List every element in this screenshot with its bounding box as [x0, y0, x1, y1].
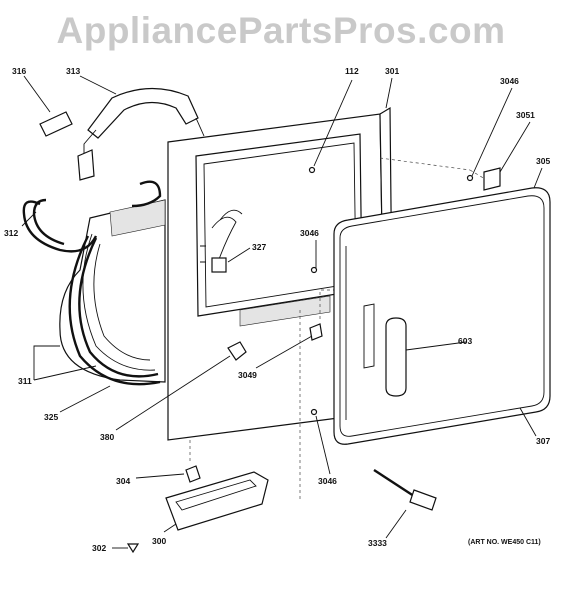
callout-316: 316: [12, 66, 26, 76]
lint-filter-part-300[interactable]: [165, 471, 269, 531]
seal-segment: [131, 180, 162, 208]
callout-313: 313: [66, 66, 80, 76]
door-gasket-part-325[interactable]: [68, 235, 161, 386]
label-part-316[interactable]: [39, 111, 73, 137]
callout-380: 380: [100, 432, 114, 442]
screw-3046-top[interactable]: [466, 174, 474, 182]
callout-301: 301: [385, 66, 399, 76]
leader-lines: [21, 75, 543, 549]
screw-3046-mid[interactable]: [310, 266, 318, 274]
callout-305: 305: [536, 156, 550, 166]
inner-door-bezel-part-311[interactable]: [59, 199, 166, 383]
foot-part-304[interactable]: [185, 465, 201, 483]
callout-327: 327: [252, 242, 266, 252]
watermark-title: AppliancePartsPros.com: [56, 10, 506, 51]
callout-300: 300: [152, 536, 166, 546]
callout-3046-mid: 3046: [300, 228, 319, 238]
callout-3051: 3051: [516, 110, 535, 120]
door-handle-part-603[interactable]: [385, 317, 407, 397]
screw-part-302[interactable]: [126, 543, 140, 554]
callout-603: 603: [458, 336, 472, 346]
callout-302: 302: [92, 543, 106, 553]
catch-part-380[interactable]: [227, 341, 247, 361]
callout-311: 311: [18, 376, 32, 386]
callout-3046-bottom: 3046: [318, 476, 337, 486]
callout-3046-top: 3046: [500, 76, 519, 86]
screw-3046-bottom[interactable]: [310, 408, 318, 416]
hinge-part-3051[interactable]: [483, 167, 501, 191]
hinge-clip: [77, 149, 95, 181]
screw-112[interactable]: [308, 166, 316, 174]
handle-slot: [363, 303, 375, 369]
art-number: (ART NO. WE450 C11): [468, 539, 541, 546]
door-switch-327[interactable]: [211, 257, 227, 273]
hinge-bracket-part-313[interactable]: [83, 87, 205, 154]
outer-door-part-305[interactable]: [333, 187, 551, 445]
callout-325: 325: [44, 412, 58, 422]
callout-3333: 3333: [368, 538, 387, 548]
callout-112: 112: [345, 66, 359, 76]
callout-3049: 3049: [238, 370, 257, 380]
callout-312: 312: [4, 228, 18, 238]
callout-304: 304: [116, 476, 130, 486]
wire-harness-part-3333[interactable]: [373, 468, 437, 511]
callout-307: 307: [536, 436, 550, 446]
